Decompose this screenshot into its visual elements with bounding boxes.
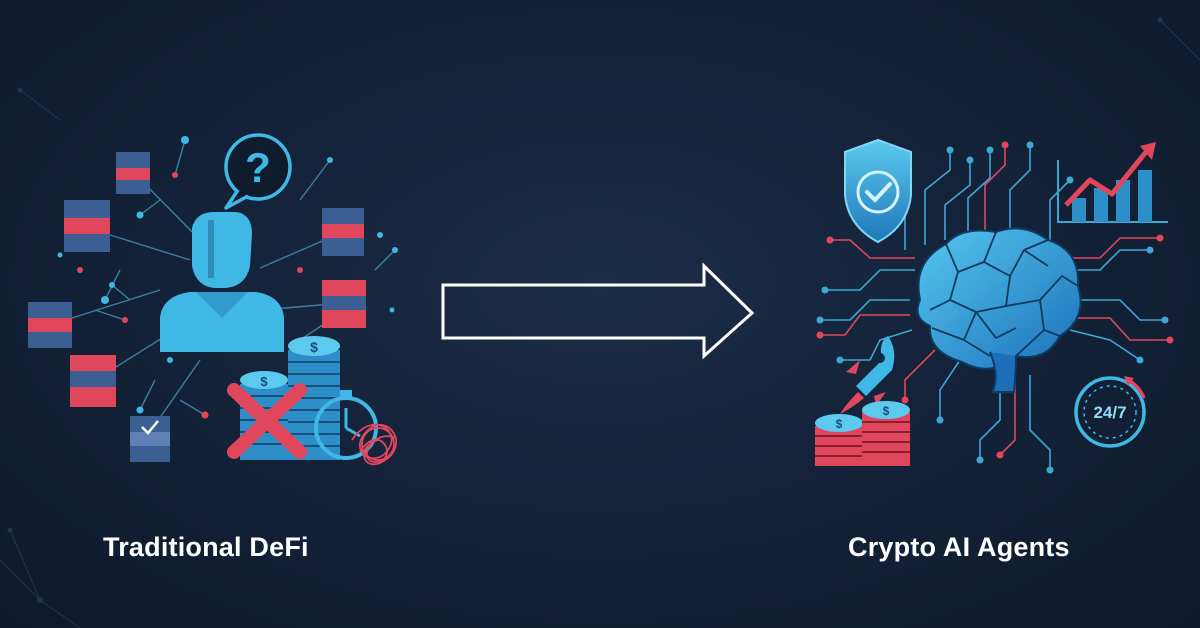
transition-arrow-icon: [441, 262, 755, 360]
blockchain-cube-icon: [116, 152, 150, 194]
crypto-ai-agents-illustration: $ $ 24/7: [815, 138, 1174, 474]
blockchain-cube-icon: [322, 280, 366, 328]
clock-24-7-icon: 24/7: [1074, 376, 1146, 448]
shield-check-icon: [844, 138, 912, 244]
brain-icon: [916, 227, 1082, 393]
traditional-defi-illustration: ? $: [28, 133, 398, 465]
red-x-icon: [227, 383, 307, 459]
svg-text:?: ?: [245, 144, 271, 191]
blockchain-cube-icon: [70, 355, 116, 407]
question-bubble-icon: ?: [224, 133, 292, 210]
background-network: [0, 17, 1200, 628]
blockchain-cube-icon: [64, 200, 110, 252]
svg-text:$: $: [260, 374, 268, 389]
blockchain-cube-icon: [28, 302, 72, 348]
crypto-ai-agents-caption: Crypto AI Agents: [848, 532, 1070, 562]
blockchain-cube-icon: [322, 208, 364, 256]
tangled-scribble-icon: [351, 423, 397, 465]
clock-label: 24/7: [1093, 403, 1126, 422]
svg-text:$: $: [310, 339, 318, 355]
traditional-defi-caption: Traditional DeFi: [103, 532, 309, 562]
person-icon: [160, 212, 284, 352]
growth-chart-icon: [1057, 142, 1168, 223]
checkmark-cube-icon: [130, 416, 170, 462]
network-nodes: [57, 136, 398, 419]
coin-stack-icon: $: [815, 414, 863, 466]
svg-text:$: $: [836, 417, 843, 431]
coin-stack-icon: $: [862, 401, 910, 466]
svg-text:$: $: [883, 404, 890, 418]
